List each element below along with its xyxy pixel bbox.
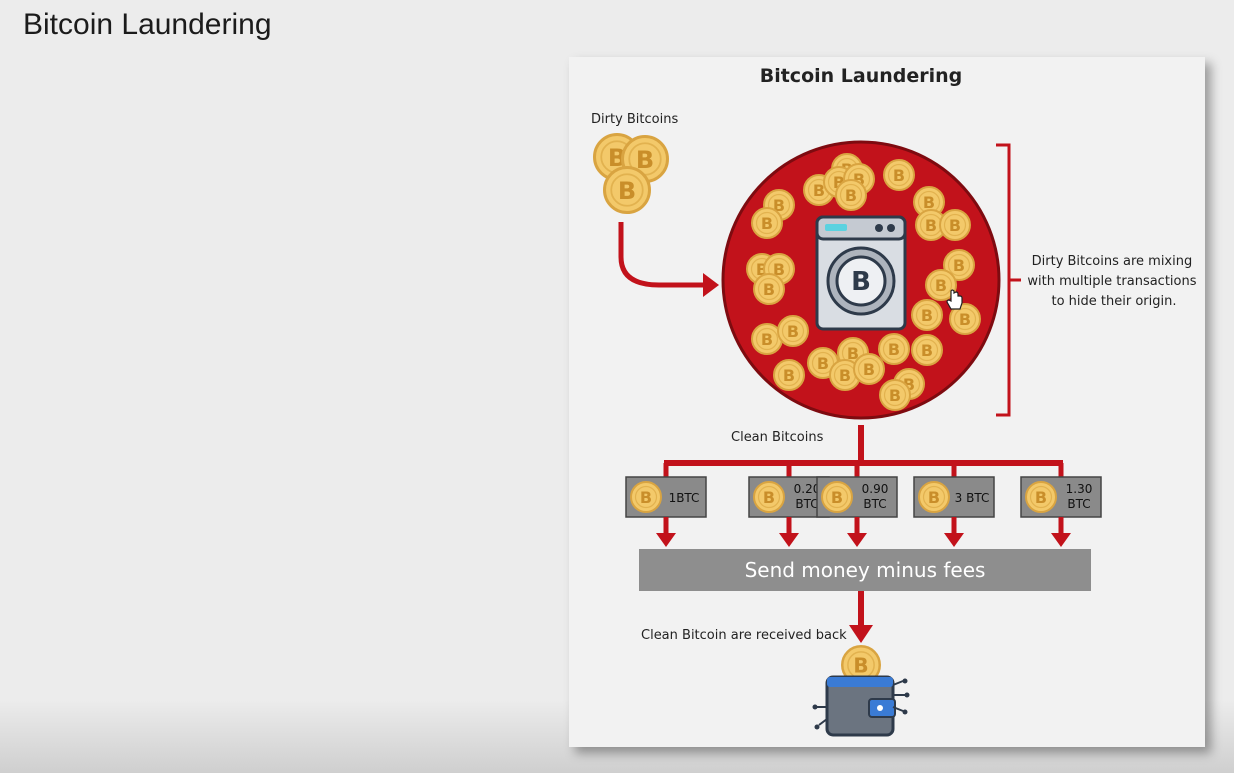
mixer-description-line: with multiple transactions <box>1027 274 1196 289</box>
washing-machine-icon: B <box>815 215 907 331</box>
final-arrowhead <box>849 625 873 643</box>
dirty-bitcoins-label: Dirty Bitcoins <box>591 112 678 127</box>
mixer-description: Dirty Bitcoins are mixing with multiple … <box>1027 254 1200 309</box>
send-money-label: Send money minus fees <box>745 558 986 582</box>
output-arrowhead <box>944 533 964 547</box>
output-amount: 1BTC <box>669 491 700 505</box>
mixer-description-line: to hide their origin. <box>1052 294 1177 309</box>
coin-icon <box>630 481 662 513</box>
mixer-description-line: Dirty Bitcoins are mixing <box>1032 254 1193 269</box>
received-back-label: Clean Bitcoin are received back <box>641 628 847 643</box>
coin-icon <box>753 481 785 513</box>
output-arrowhead <box>847 533 867 547</box>
output-arrowhead <box>656 533 676 547</box>
clean-bitcoins-label: Clean Bitcoins <box>731 430 824 445</box>
hand-cursor-icon <box>946 289 963 310</box>
dirty-coins-icon <box>593 133 669 214</box>
output-arrowhead <box>1051 533 1071 547</box>
send-money-bar <box>639 549 1091 591</box>
slide-title: Bitcoin Laundering <box>23 8 272 41</box>
svg-text:B: B <box>851 267 871 297</box>
wallet-icon <box>812 645 910 737</box>
output-box: 1BTC <box>625 463 707 547</box>
output-arrowhead <box>779 533 799 547</box>
diagram-panel: B Bitcoin Laundering Dirty Bitcoins <box>569 57 1205 747</box>
coin-icon <box>1025 481 1057 513</box>
input-arrowhead <box>703 273 719 297</box>
diagram-title: Bitcoin Laundering <box>760 65 963 87</box>
input-arrow <box>618 222 707 288</box>
output-box: 3 BTC <box>913 463 995 547</box>
output-amount: 3 BTC <box>955 491 990 505</box>
mixing-bracket <box>996 143 1021 417</box>
coin-icon <box>821 481 853 513</box>
laundering-diagram: B Bitcoin Laundering Dirty Bitcoins <box>591 65 1200 737</box>
coin-icon <box>918 481 950 513</box>
